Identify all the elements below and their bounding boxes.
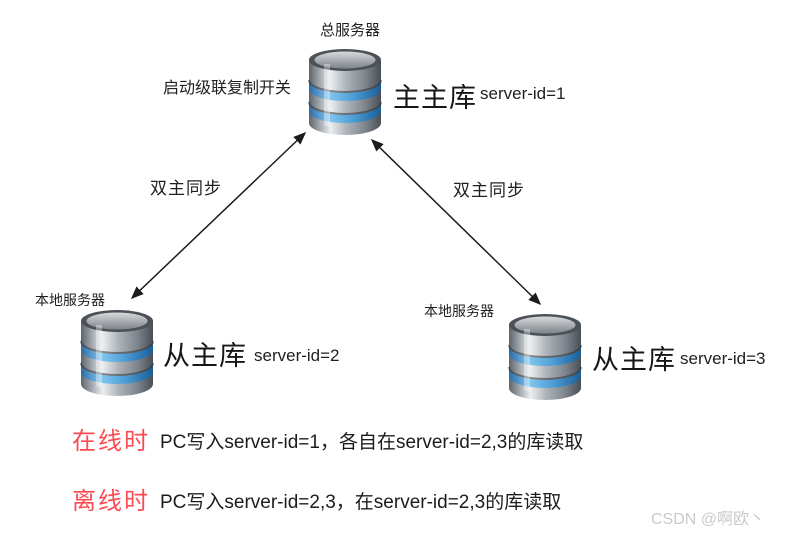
- left-slave-server-id: server-id=2: [254, 346, 340, 365]
- right-slave-server-id: server-id=3: [680, 349, 766, 368]
- sync-arrow-right: [370, 138, 542, 306]
- top-server-label: 总服务器: [320, 22, 381, 39]
- note-offline-keyword: 离线时: [72, 488, 150, 515]
- sync-label-right: 双主同步: [453, 181, 525, 200]
- right-server-label: 本地服务器: [424, 303, 494, 319]
- database-icon-master: [306, 47, 384, 137]
- database-icon-right-slave: [506, 312, 584, 402]
- master-server-id: server-id=1: [480, 84, 566, 103]
- left-server-label: 本地服务器: [35, 292, 105, 308]
- note-online-text: PC写入server-id=1，各自在server-id=2,3的库读取: [160, 432, 584, 453]
- sync-arrow-left: [130, 131, 307, 300]
- csdn-watermark: CSDN @啊欧丶: [651, 511, 766, 528]
- left-slave-db-title: 从主库: [163, 341, 247, 371]
- cascade-switch-note: 启动级联复制开关: [163, 80, 292, 97]
- note-online-keyword: 在线时: [72, 428, 150, 455]
- master-db-title: 主主库: [393, 83, 477, 113]
- note-offline-text: PC写入server-id=2,3，在server-id=2,3的库读取: [160, 492, 562, 513]
- sync-label-left: 双主同步: [150, 179, 222, 198]
- right-slave-db-title: 从主库: [592, 345, 676, 375]
- database-icon-left-slave: [78, 308, 156, 398]
